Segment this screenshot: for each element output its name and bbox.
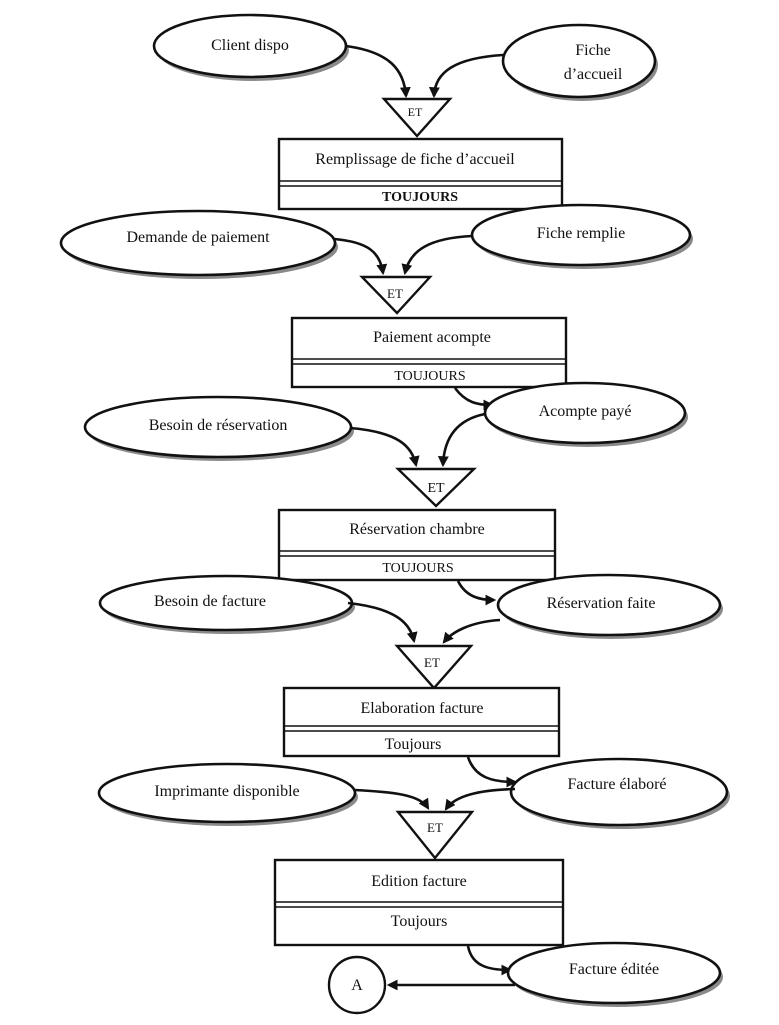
operation-1: Remplissage de fiche d’accueil TOUJOURS [277, 137, 564, 211]
arrow-operation-3-to-reservation-faite [456, 580, 497, 606]
event-besoin-reservation-label: Besoin de réservation [149, 417, 288, 434]
arrow-besoin-reservation-to-gate-3 [349, 426, 420, 468]
event-facture-editee-label: Facture éditée [569, 961, 659, 978]
arrow-facture-elabore-to-gate-5 [444, 787, 516, 811]
operation-4-rule: Toujours [385, 736, 442, 753]
event-besoin-facture: Besoin de facture [98, 574, 355, 634]
event-fiche-remplie-label: Fiche remplie [537, 225, 625, 242]
event-imprimante-disponible-label: Imprimante disponible [154, 783, 299, 800]
event-demande-paiement: Demande de paiement [59, 209, 338, 279]
event-besoin-facture-label: Besoin de facture [154, 593, 266, 610]
gate-3-label: ET [427, 481, 445, 496]
gate-4: ET [394, 644, 474, 690]
operation-5: Edition facture Toujours [273, 858, 565, 947]
event-acompte-paye: Acompte payé [483, 381, 688, 447]
operation-4-title: Elaboration facture [360, 700, 483, 717]
gate-1: ET [381, 97, 453, 138]
arrow-fiche-accueil-to-gate-1 [428, 53, 504, 99]
gate-1-label: ET [408, 105, 423, 119]
gate-5-label: ET [427, 820, 443, 835]
arrow-reservation-faite-to-gate-4 [442, 618, 501, 644]
operation-5-title: Edition facture [371, 873, 467, 890]
event-fiche-accueil-label-2: d’accueil [564, 66, 623, 83]
connector-a: A [327, 955, 387, 1015]
event-reservation-faite: Réservation faite [496, 573, 723, 639]
event-acompte-paye-label: Acompte payé [539, 403, 632, 420]
arrow-fiche-remplie-to-gate-2 [401, 234, 473, 276]
arrow-acompte-paye-to-gate-3 [437, 412, 486, 468]
operation-1-rule: TOUJOURS [382, 190, 458, 205]
operation-1-title: Remplissage de fiche d’accueil [315, 151, 515, 168]
arrow-operation-2-to-acompte-paye [453, 387, 495, 411]
event-besoin-reservation: Besoin de réservation [83, 395, 354, 461]
arrow-demande-paiement-to-gate-2 [333, 237, 388, 276]
event-facture-editee: Facture éditée [506, 941, 723, 1007]
operation-5-rule: Toujours [391, 913, 448, 930]
operation-2-rule: TOUJOURS [394, 369, 465, 384]
operation-4: Elaboration facture Toujours [282, 686, 561, 758]
operation-2: Paiement acompte TOUJOURS [290, 316, 568, 389]
event-fiche-accueil-label-1: Fiche [575, 42, 611, 59]
connector-a-label: A [351, 977, 363, 994]
gate-5: ET [395, 810, 475, 860]
event-fiche-remplie: Fiche remplie [470, 203, 693, 269]
arrow-client-dispo-to-gate-1 [345, 44, 411, 99]
operation-3: Réservation chambre TOUJOURS [277, 508, 557, 582]
event-reservation-faite-label: Réservation faite [547, 595, 656, 612]
event-demande-paiement-label: Demande de paiement [126, 229, 270, 246]
operation-3-rule: TOUJOURS [382, 561, 453, 576]
operation-2-title: Paiement acompte [373, 329, 491, 346]
gate-2-label: ET [387, 286, 403, 301]
event-imprimante-disponible: Imprimante disponible [97, 762, 358, 826]
event-client-dispo-label: Client dispo [211, 37, 289, 54]
arrow-operation-4-to-facture-elabore [466, 756, 518, 788]
arrow-operation-5-to-facture-editee [466, 945, 513, 976]
event-facture-elabore-label: Facture élaboré [567, 776, 666, 793]
gate-2: ET [359, 275, 433, 315]
event-client-dispo: Client dispo [152, 13, 349, 81]
gate-4-label: ET [424, 655, 440, 670]
event-fiche-accueil: Fiche d’accueil [501, 23, 658, 101]
gate-3: ET [395, 467, 477, 508]
event-facture-elabore: Facture élaboré [509, 757, 730, 829]
arrow-imprimante-disponible-to-gate-5 [353, 788, 430, 810]
operation-3-title: Réservation chambre [349, 521, 485, 538]
arrow-besoin-facture-to-gate-4 [347, 601, 418, 644]
